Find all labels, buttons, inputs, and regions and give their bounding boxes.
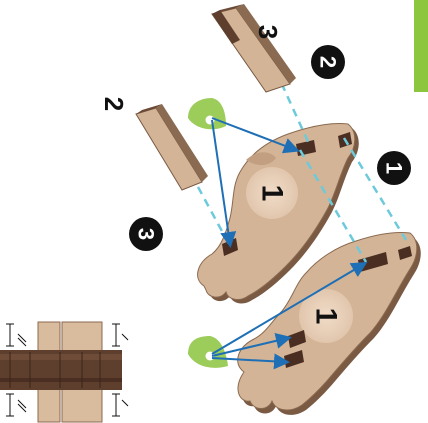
- step-badge-1: 1: [377, 151, 411, 185]
- upper-number-disc: [246, 167, 298, 219]
- upper-foot-piece: 1: [197, 123, 359, 304]
- lower-number-disc: [299, 289, 353, 343]
- green-tab: [414, 0, 428, 92]
- part-number-left: 2: [99, 97, 129, 111]
- part-number-top: 3: [253, 25, 283, 39]
- lower-slot-mid: [288, 330, 306, 348]
- wood-block-part-2: [135, 104, 208, 191]
- glue-arrows: [211, 117, 368, 370]
- step-badge-2: 2: [311, 45, 345, 79]
- upper-edge-bump: [246, 152, 276, 166]
- step-badge-3: 3: [129, 217, 163, 251]
- wood-block-part-3: [211, 4, 296, 93]
- upper-piece-number: 1: [256, 185, 289, 202]
- dimension-marks: [6, 323, 129, 417]
- svg-text:2: 2: [316, 56, 341, 68]
- glue-drop-upper: [188, 98, 226, 130]
- lower-slot-corner: [398, 246, 412, 260]
- svg-text:1: 1: [382, 162, 407, 174]
- svg-text:3: 3: [134, 228, 159, 240]
- glue-drop-lower: [188, 336, 228, 368]
- cross-section-detail: [0, 321, 129, 423]
- lower-piece-number: 1: [310, 308, 343, 325]
